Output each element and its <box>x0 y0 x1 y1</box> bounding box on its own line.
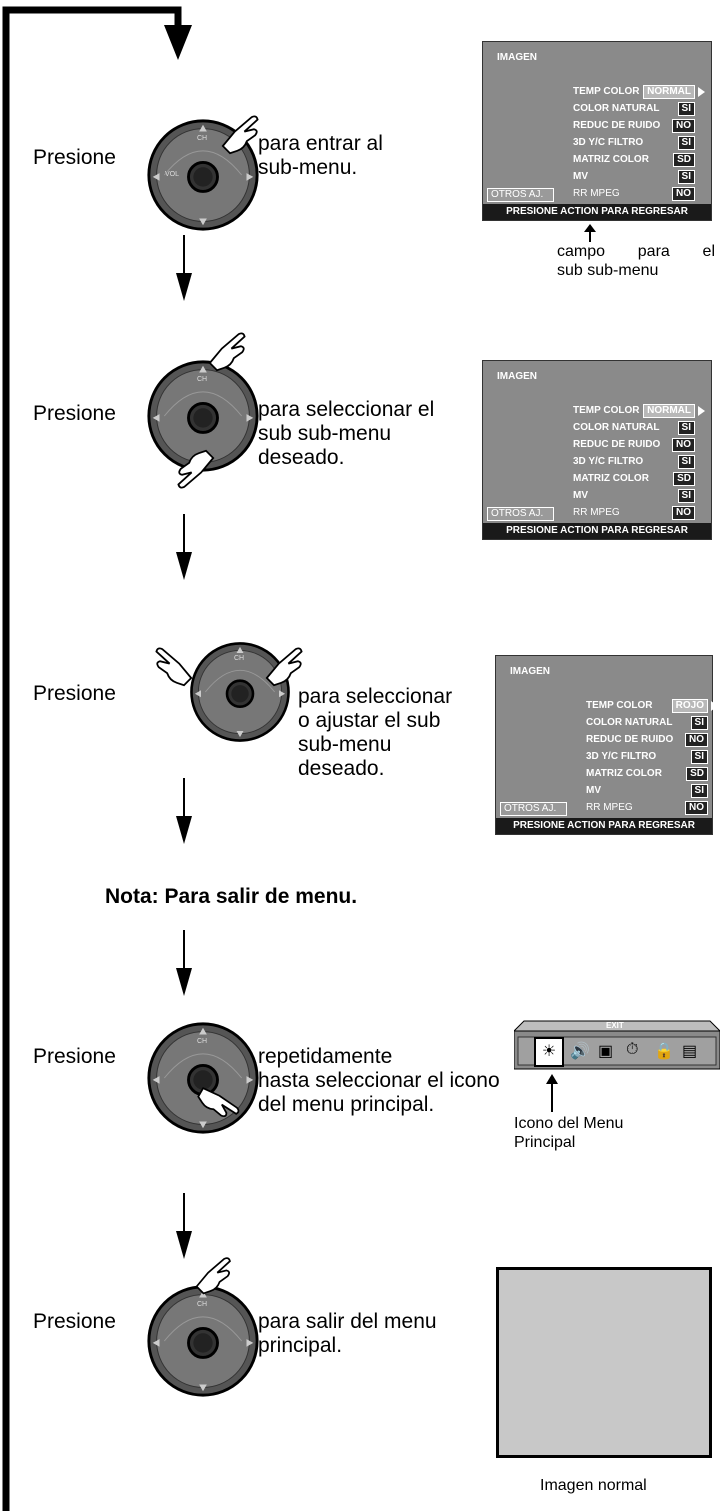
imagen-normal-caption: Imagen normal <box>540 1477 647 1494</box>
pointing-hand-icon <box>170 446 218 494</box>
down-arrow-icon <box>176 1193 192 1259</box>
channel-icon: ▣ <box>598 1043 614 1060</box>
down-arrow-icon <box>176 778 192 844</box>
lock-icon: 🔒 <box>654 1043 674 1060</box>
campo-caption: campo para el sub sub-menu <box>557 243 715 279</box>
action-dial: CH <box>145 358 261 474</box>
dial-ch-label: CH <box>197 1038 208 1045</box>
step5-press-label: Presione <box>33 1310 116 1333</box>
step3-press-label: Presione <box>33 682 116 705</box>
action-dial: CH VOL <box>145 117 261 233</box>
normal-picture-screen <box>496 1267 712 1458</box>
up-arrow-icon <box>546 1074 558 1112</box>
dial-ch-label: CH <box>197 1301 208 1308</box>
pointing-hand-icon <box>205 327 253 375</box>
note-heading: Nota: Para salir de menu. <box>105 885 358 908</box>
dial-vol-label: VOL <box>165 171 180 178</box>
exit-label: EXIT <box>606 1021 624 1030</box>
step2-press-label: Presione <box>33 402 116 425</box>
action-dial: CH <box>145 1283 261 1399</box>
step1-press-label: Presione <box>33 146 116 169</box>
up-arrow-icon <box>584 224 596 242</box>
down-arrow-icon <box>176 514 192 580</box>
down-arrow-icon <box>176 235 192 301</box>
otros-aj-item: OTROS AJ. <box>500 802 567 816</box>
picture-icon: ☀ <box>534 1037 564 1067</box>
dial-ch-label: CH <box>234 655 245 662</box>
dial-ch-label: CH <box>197 376 208 383</box>
down-arrow-icon <box>176 930 192 996</box>
menu-footer: PRESIONE ACTION PARA REGRESAR <box>496 818 712 834</box>
setup-icon: ▤ <box>682 1043 698 1060</box>
action-dial: CH <box>145 1020 261 1136</box>
dial-ch-label: CH <box>197 135 208 142</box>
right-arrow-icon <box>698 87 705 97</box>
right-arrow-icon <box>698 406 705 416</box>
menu-title: IMAGEN <box>497 52 537 63</box>
timer-icon: ⏱ <box>626 1041 639 1058</box>
otros-aj-item: OTROS AJ. <box>487 507 554 521</box>
right-arrow-icon <box>711 701 718 711</box>
menu-title: IMAGEN <box>497 371 537 382</box>
otros-aj-item: OTROS AJ. <box>487 188 554 202</box>
audio-icon: 🔊 <box>570 1043 590 1060</box>
menu-footer: PRESIONE ACTION PARA REGRESAR <box>483 204 711 220</box>
pointing-hand-icon <box>218 110 266 158</box>
action-dial: CH <box>188 640 292 744</box>
menu-footer: PRESIONE ACTION PARA REGRESAR <box>483 523 711 539</box>
pointing-hand-icon <box>192 1252 238 1298</box>
pointing-hand-icon <box>148 642 196 690</box>
main-menu-bar: EXIT ☀ 🔊 ▣ ⏱ 🔒 ▤ <box>512 1017 722 1071</box>
pointing-hand-icon <box>262 642 310 690</box>
menu-title: IMAGEN <box>510 666 550 677</box>
step4-press-label: Presione <box>33 1045 116 1068</box>
